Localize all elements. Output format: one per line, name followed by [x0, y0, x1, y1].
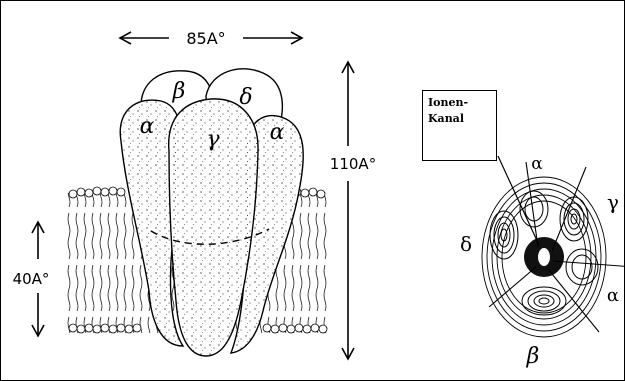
- receptor-top-view: [482, 162, 624, 337]
- top-gamma-label: γ: [607, 190, 619, 214]
- side-gamma-label: γ: [206, 127, 220, 152]
- ion-channel-label-line1: Ionen-: [428, 95, 491, 111]
- side-beta-label: β: [172, 79, 186, 104]
- ion-channel-label-line2: Kanal: [428, 111, 491, 127]
- top-alpha-top-label: α: [531, 154, 543, 174]
- side-alpha-right-label: α: [270, 120, 285, 145]
- top-delta-label: δ: [460, 232, 472, 256]
- height-dimension-arrow: [342, 62, 354, 359]
- width-label: 85A°: [186, 29, 225, 48]
- height-label: 110A°: [330, 155, 376, 173]
- membrane-label: 40A°: [13, 270, 50, 288]
- side-alpha-left-label: α: [140, 114, 155, 139]
- top-alpha-right-label: α: [607, 285, 619, 306]
- ion-channel-callout: Ionen- Kanal: [422, 90, 497, 161]
- side-delta-label: δ: [239, 85, 252, 110]
- top-beta-label: β: [526, 344, 540, 369]
